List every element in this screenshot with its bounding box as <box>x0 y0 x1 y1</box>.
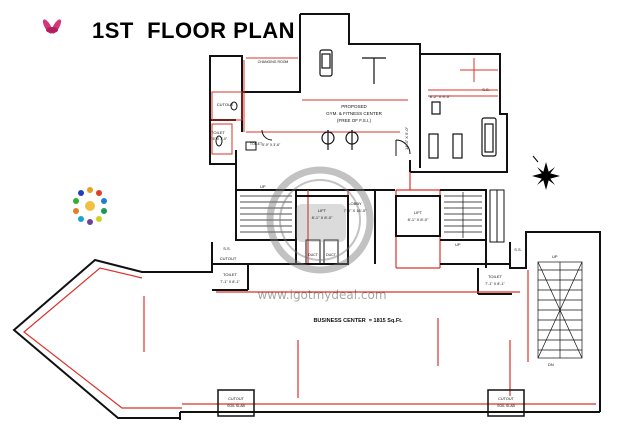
business-center-red-lines <box>23 267 596 409</box>
upper-red-lines <box>211 57 498 155</box>
gym-label-1: PROPOSED <box>341 104 367 109</box>
up-label-3: UP <box>552 254 558 259</box>
duct-right-label: DUCT <box>326 253 337 257</box>
right-staircase <box>444 192 482 238</box>
cutout-bl-sub: SOIL SLAB <box>227 404 245 408</box>
cutout-br-sub: SOIL SLAB <box>497 404 515 408</box>
north-compass-icon <box>532 155 560 190</box>
watermark-badge <box>266 166 374 274</box>
lift-left-dim: 8'-1" X 8'-0" <box>312 215 333 220</box>
duct-left-label: DUCT <box>308 253 319 257</box>
toilet-small-label: TOILET <box>250 142 263 146</box>
bottom-cutouts <box>217 389 525 417</box>
cutout-left-label: CUTOUT <box>220 256 237 261</box>
toilet-left-label: TOILET <box>223 272 237 277</box>
right-exterior-staircase <box>537 261 583 359</box>
business-center-walls <box>12 231 601 420</box>
room-labels: PROPOSED GYM. & FITNESS CENTER (FREE OF … <box>209 60 558 408</box>
lift-left-label: LIFT <box>318 208 327 213</box>
gym-label-2: GYM. & FITNESS CENTER <box>326 111 383 116</box>
toilet-fixtures-top <box>215 101 257 151</box>
lift-right-dim: 8'-1" X 8'-0" <box>408 217 429 222</box>
dn-label: DN <box>548 362 554 367</box>
toilet-right-label: TOILET <box>488 274 502 279</box>
cutout-bl-label: CUTOUT <box>228 397 244 401</box>
cutout-top-label: CUTOUT <box>217 102 234 107</box>
upper-doors <box>261 129 411 156</box>
watermark-text: www.igotmydeal.com <box>257 288 386 302</box>
gym-label-3: (FREE OF F.S.I.) <box>337 118 372 123</box>
left-staircase <box>240 195 292 233</box>
up-label-1: UP <box>260 184 266 189</box>
toilet-right-dim: 7'-1" X 8'-1" <box>485 282 505 286</box>
gym-equipment <box>319 49 497 159</box>
toilet-top-label: TOILET <box>211 130 225 135</box>
dim-mid-label: 5'-9" X 3'-6" <box>262 143 281 147</box>
lobby-label: LOBBY <box>348 201 362 206</box>
toilet-left-dim: 7'-1" X 8'-1" <box>220 280 240 284</box>
lift-right-label: LIFT <box>414 210 423 215</box>
cutout-br-label: CUTOUT <box>498 397 514 401</box>
changing-room-label: CHANGING ROOM <box>258 60 289 64</box>
business-center-label: BUSINESS CENTER = 1815 Sq.Ft. <box>313 318 403 324</box>
dim-right-label: 8'-2" X 9'-0" <box>430 94 451 99</box>
ss-left-label: S.S. <box>223 246 231 251</box>
duct-boxes <box>305 239 339 265</box>
plan-title: 1ST FLOOR PLAN <box>92 18 295 43</box>
core-walls <box>235 189 487 268</box>
vertical-dim-label: 14'-4" X 5'-0" <box>404 126 409 150</box>
lobby-dim: 7'-0" X 16'-0" <box>343 208 367 213</box>
ss-right-label: S.S. <box>482 87 490 92</box>
up-label-2: UP <box>455 242 461 247</box>
right-strip <box>489 189 505 243</box>
dot-circle-logo-icon <box>73 187 107 225</box>
flower-logo-icon <box>42 19 62 34</box>
ss-far-right-label: S.S. <box>514 247 522 252</box>
toilet-top-dim: 5'-6" X 7'-0" <box>209 137 228 141</box>
